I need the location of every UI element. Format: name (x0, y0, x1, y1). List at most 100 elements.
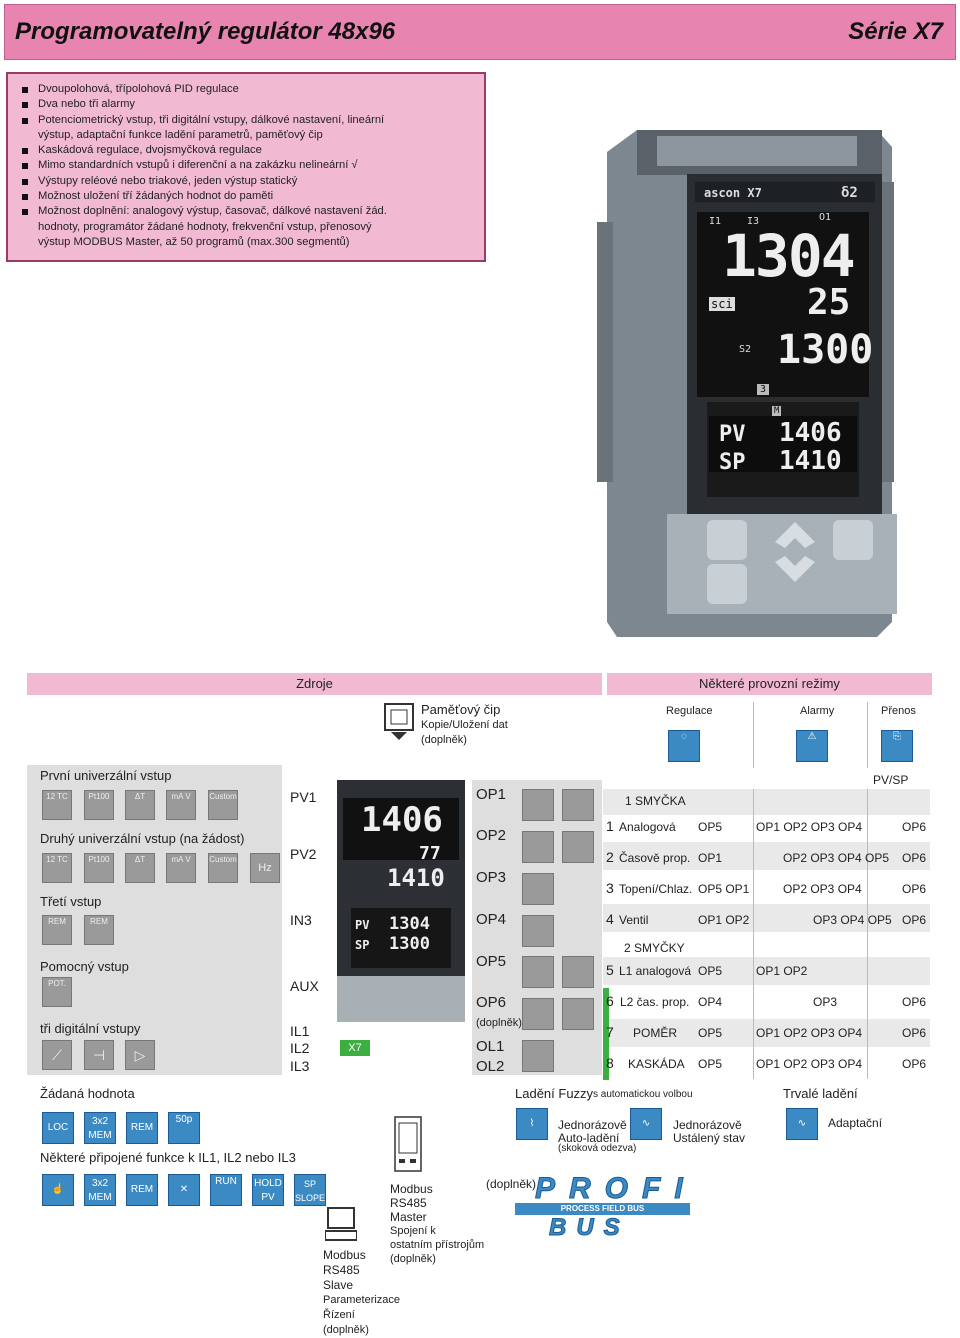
zdroje-label: Zdroje (296, 676, 333, 691)
row-cell: OP1 OP2 (756, 964, 808, 978)
feature-item: Výstupy reléové nebo triakové, jeden výs… (22, 174, 474, 189)
il1-label: IL1 (290, 1023, 310, 1039)
modbus-slave-line: Modbus (323, 1248, 366, 1262)
device-pv-display: 1304 (722, 222, 856, 290)
row-cell: OP1 OP2 OP3 OP4 (756, 1057, 863, 1071)
col-divider (753, 789, 754, 1079)
transistor-icon: ⊣ (84, 1040, 114, 1070)
row-cell: OP1 (698, 851, 723, 865)
feature-item: hodnoty, programátor žádané hodnoty, fre… (38, 220, 372, 233)
hz-icon: Hz (250, 853, 280, 883)
device-sv1-display: 25 (807, 282, 851, 323)
op-doplnek: (doplněk) (476, 1017, 522, 1029)
zadana-label: Žádaná hodnota (40, 1086, 135, 1101)
row-cell: OP2 OP3 OP4 (783, 882, 862, 896)
icon-text: ΔT (134, 855, 146, 864)
rem-icon: REM (84, 915, 114, 945)
table-row (603, 957, 930, 985)
icon-text: Hz (258, 862, 272, 874)
table-row (603, 1050, 930, 1074)
row-num: 6 (606, 993, 614, 1009)
ma-v-icon: mA V (166, 853, 196, 883)
row-cell: OP1 OP2 (698, 913, 750, 927)
table-row (603, 873, 930, 897)
op3-label: OP3 (476, 869, 507, 886)
icon-text: 12 TC (46, 855, 68, 864)
col-divider (753, 702, 754, 768)
row-cell: OP6 (902, 882, 927, 896)
pot-icon: POT. (42, 977, 72, 1007)
row-cell: OP1 OP2 OP3 OP4 (756, 1026, 863, 1040)
feature-item: Kaskádová regulace, dvojsmyčková regulac… (22, 143, 474, 158)
row-cell: OP6 (902, 995, 927, 1009)
ssr-icon (562, 956, 594, 988)
col-regulace: Regulace (666, 705, 713, 717)
icon-text: mA V (171, 792, 191, 801)
delta-t-icon: ΔT (125, 790, 155, 820)
memory-chip-icon (384, 703, 414, 740)
pamet-sub1: Kopie/Uložení dat (421, 719, 508, 731)
bus-text: BUS (549, 1214, 630, 1242)
lcd-value-pv: 1406 (779, 418, 842, 448)
input4-label: Pomocný vstup (40, 959, 129, 974)
mini-val-b: 77 (419, 843, 441, 864)
op5-label: OP5 (476, 953, 507, 970)
funkce-label: Některé připojené funkce k IL1, IL2 nebo… (40, 1150, 296, 1165)
hold-icon: HOLD PV (252, 1174, 284, 1206)
op6-label: OP6 (476, 994, 507, 1011)
icon-text: POT. (48, 979, 66, 988)
row-cell: OP6 (902, 1057, 927, 1071)
table-row (603, 904, 930, 932)
profibus-logo: PROFI PROCESS FIELD BUS BUS (515, 1170, 697, 1242)
triac-icon (562, 789, 594, 821)
mini-val-e: 1300 (389, 934, 430, 954)
table-row (603, 842, 930, 870)
run-icon: RUN (210, 1174, 242, 1206)
device-label-o1: O1 (819, 212, 832, 223)
modbus-master-line: ostatním přístrojům (390, 1239, 485, 1251)
row-name: Topení/Chlaz. (619, 882, 693, 896)
il2-label: IL2 (290, 1040, 310, 1056)
mini-val-d: 1304 (389, 914, 430, 934)
ol1-label: OL1 (476, 1038, 505, 1055)
row-num: 8 (606, 1055, 614, 1071)
autotune-steady-icon: ∿ (630, 1108, 662, 1140)
icon-text: HOLD PV (254, 1178, 282, 1203)
row-name: Ventil (619, 913, 649, 927)
loc-icon: LOC (42, 1112, 74, 1144)
pt100-icon: Pt100 (84, 853, 114, 883)
rem-icon: REM (42, 915, 72, 945)
page-header: Programovatelný regulátor 48x96 Série X7 (4, 4, 956, 60)
mem-icon: 3x2 MEM (84, 1174, 116, 1206)
icon-text: Pt100 (88, 855, 110, 864)
outputs-off-icon: ✕ (168, 1174, 200, 1206)
icon-text: RUN (215, 1176, 237, 1187)
row-cell: OP5 OP1 (698, 882, 750, 896)
zdroje-header: Zdroje (27, 673, 602, 695)
page-title: Programovatelný regulátor 48x96 (15, 18, 396, 45)
fuzzy-label: Ladění Fuzzy (515, 1086, 594, 1101)
relay-icon (522, 915, 554, 947)
instrument-icon (394, 1116, 422, 1172)
modbus-master-line: (doplněk) (390, 1253, 436, 1265)
row-num: 1 (606, 818, 614, 834)
icon-text: REM (48, 917, 66, 926)
input2-label: Druhý univerzální vstup (na žádost) (40, 831, 245, 846)
loop2-marker (603, 988, 609, 1080)
jed2-a: Jednorázově (673, 1118, 742, 1132)
table-row (603, 988, 930, 1012)
mini-device: 1406 77 1410 PV 1304 SP 1300 (337, 780, 465, 1022)
col-prenos: Přenos (881, 705, 916, 717)
row-name: POMĚR (633, 1026, 678, 1040)
custom-icon: Custom (208, 853, 238, 883)
row-num: 7 (606, 1024, 614, 1040)
icon-text: 3x2 MEM (88, 1116, 112, 1141)
mem-icon: 3x2 MEM (84, 1112, 116, 1144)
tc-icon: 12 TC (42, 790, 72, 820)
feature-item: Možnost uložení tří žádaných hodnot do p… (22, 189, 474, 204)
icon-text: ΔT (134, 792, 146, 801)
profi-text: PROFI (535, 1172, 697, 1206)
trvale-label: Trvalé ladění (783, 1086, 858, 1101)
row-num: 2 (606, 849, 614, 865)
pt100-icon: Pt100 (84, 790, 114, 820)
